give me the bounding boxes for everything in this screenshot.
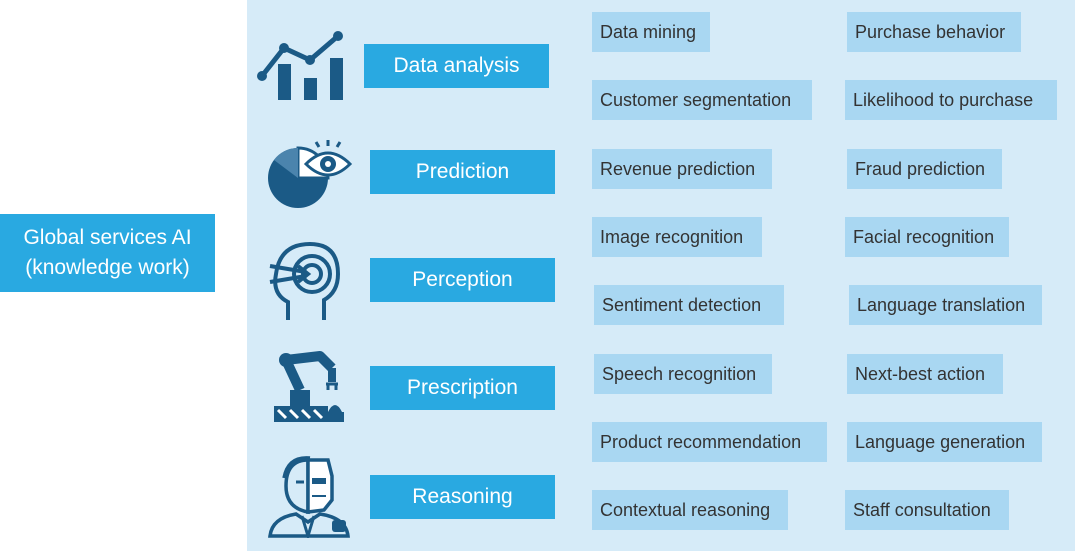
robot-arm-icon bbox=[268, 350, 352, 426]
item-sentiment-detection: Sentiment detection bbox=[594, 285, 784, 325]
category-prescription: Prescription bbox=[370, 366, 555, 410]
item-data-mining: Data mining bbox=[592, 12, 710, 52]
category-label: Prediction bbox=[415, 160, 510, 183]
item-customer-segmentation: Customer segmentation bbox=[592, 80, 812, 120]
item-fraud-prediction: Fraud prediction bbox=[847, 149, 1002, 189]
item-language-translation: Language translation bbox=[849, 285, 1042, 325]
item-next-best-action: Next-best action bbox=[847, 354, 1003, 394]
item-purchase-behavior: Purchase behavior bbox=[847, 12, 1021, 52]
item-staff-consultation: Staff consultation bbox=[845, 490, 1009, 530]
item-product-recommendation: Product recommendation bbox=[592, 422, 827, 462]
item-language-generation: Language generation bbox=[847, 422, 1042, 462]
item-contextual-reasoning: Contextual reasoning bbox=[592, 490, 788, 530]
category-label: Reasoning bbox=[412, 485, 513, 508]
line-bar-chart-icon bbox=[256, 30, 348, 102]
root-title-line1: Global services AI bbox=[23, 226, 192, 249]
category-reasoning: Reasoning bbox=[370, 475, 555, 519]
item-revenue-prediction: Revenue prediction bbox=[592, 149, 772, 189]
category-label: Perception bbox=[412, 268, 513, 291]
category-data-analysis: Data analysis bbox=[364, 44, 549, 88]
category-label: Prescription bbox=[407, 376, 518, 399]
root-title-line2: (knowledge work) bbox=[25, 256, 190, 279]
item-likelihood-to-purchase: Likelihood to purchase bbox=[845, 80, 1057, 120]
root-node: Global services AI (knowledge work) bbox=[0, 214, 215, 292]
head-target-icon bbox=[266, 238, 344, 324]
pie-chart-eye-icon bbox=[264, 134, 358, 212]
human-robot-face-icon bbox=[266, 452, 352, 538]
category-prediction: Prediction bbox=[370, 150, 555, 194]
category-perception: Perception bbox=[370, 258, 555, 302]
item-image-recognition: Image recognition bbox=[592, 217, 762, 257]
item-facial-recognition: Facial recognition bbox=[845, 217, 1009, 257]
item-speech-recognition: Speech recognition bbox=[594, 354, 772, 394]
category-label: Data analysis bbox=[393, 54, 520, 77]
